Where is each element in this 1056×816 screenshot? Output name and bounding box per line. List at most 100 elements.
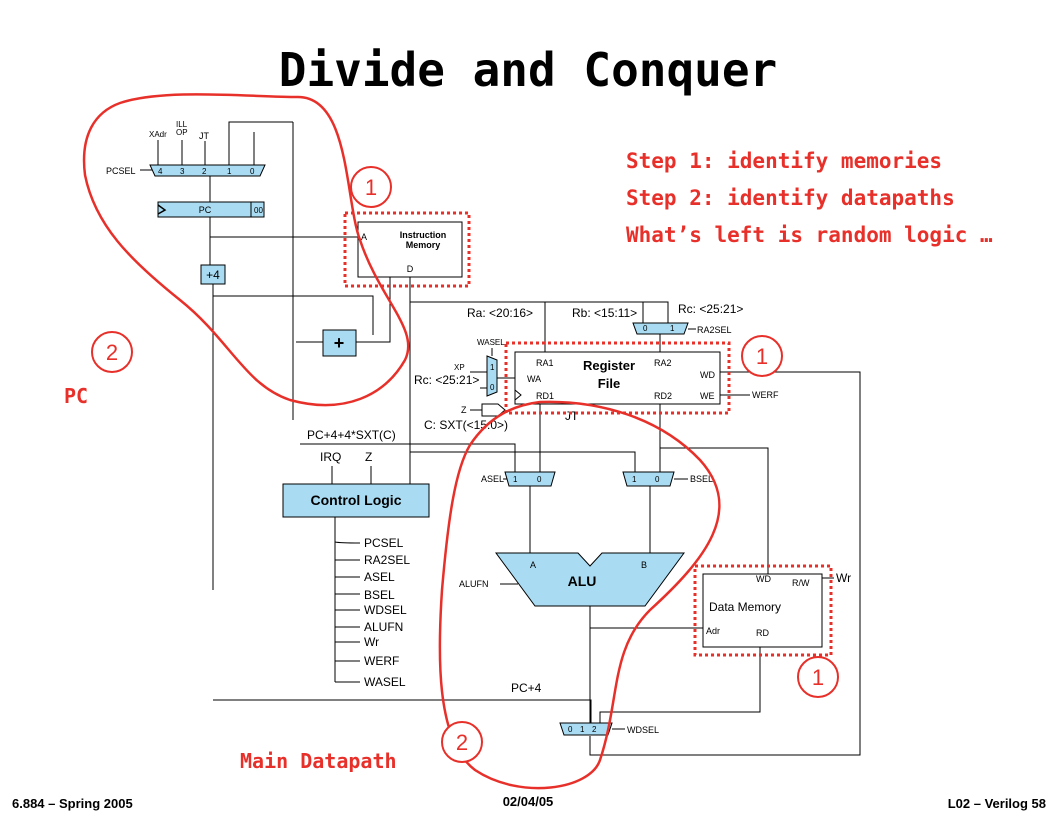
z-label: Z [461,405,467,415]
circle-pc [91,331,133,373]
ra2sel-mux [632,322,689,335]
wdsel-mux-in2: 2 [592,725,597,734]
wr-label: Wr [836,571,851,585]
imem-title-2: Memory [406,240,441,250]
pc-mux [149,164,266,177]
plus4-label: +4 [206,268,220,282]
pcsel-label: PCSEL [106,166,136,176]
imem-title-1: Instruction [400,230,447,240]
rf-rd2: RD2 [654,391,672,401]
z2-label: Z [365,450,372,464]
ra2sel-label: RA2SEL [697,325,732,335]
pc-register-low-bits: 00 [254,206,263,215]
pc-mux-in-1: 1 [227,167,232,176]
wire-pc-loop-top [228,121,293,165]
data-memory [702,573,823,648]
rf-we: WE [700,391,715,401]
pc-mux-in-2: 2 [202,167,207,176]
circle-num-datapath: 2 [456,730,468,755]
xadr-label: XAdr [149,130,167,139]
wire-adder-out [356,268,391,343]
bsel-label: BSEL [690,474,713,484]
rf-clock-icon [514,389,522,401]
bsel-mux [622,471,675,487]
bsel-mux-in1: 1 [632,475,637,484]
rf-title-1: Register [583,358,635,373]
circle-num-imem: 1 [365,175,377,200]
ctrl-sig-wr: Wr [364,635,379,649]
rc-field-left: Rc: <25:21> [414,373,479,387]
rc-field-top: Rc: <25:21> [678,302,743,316]
circle-num-pc: 2 [106,340,118,365]
rb-field: Rb: <15:11> [572,306,637,320]
jt-label: JT [565,409,579,423]
instruction-memory [357,221,463,278]
jt-label-top: JT [199,131,210,141]
werf-label: WERF [752,390,779,400]
bsel-mux-in0: 0 [655,475,660,484]
ctrl-sig-wdsel: WDSEL [364,603,407,617]
xp-label: XP [454,363,465,372]
imem-a-port: A [361,232,367,242]
wire-pc4-to-wdsel [213,699,592,723]
dmem-wd-port: WD [756,574,771,584]
wire-branch-target [300,443,516,472]
register-file [514,351,721,405]
datapath-region-outline [438,400,721,790]
pc-register [157,201,265,218]
pc-mux-in-0: 0 [250,167,255,176]
z-gate [481,403,506,417]
rf-wa: WA [527,374,541,384]
alu [495,552,685,607]
dmem-adr-port: Adr [706,626,720,636]
footer-course: 6.884 – Spring 2005 [12,796,133,811]
branch-adder-label: + [334,333,345,353]
ill-label: ILL [176,120,188,129]
pc4-label: PC+4 [511,681,542,695]
ctrl-sig-pcsel: PCSEL [364,536,404,550]
dmem-rw-port: R/W [792,578,810,588]
wire-rd2-to-wd [660,447,769,578]
irq-label: IRQ [320,450,341,464]
ctrl-sig-ra2sel: RA2SEL [364,553,410,567]
ctrl-sig-alufn: ALUFN [364,620,403,634]
rf-rd1: RD1 [536,391,554,401]
ra2sel-mux-in0: 0 [643,324,648,333]
control-signal-list: PCSEL RA2SEL ASEL BSEL WDSEL ALUFN Wr WE… [334,536,410,689]
footer-slide: L02 – Verilog 58 [948,796,1046,811]
page-title: Divide and Conquer [279,43,778,97]
pc-mux-in-3: 3 [180,167,185,176]
wire-wd-feedback [589,371,861,756]
circle-num-regfile: 1 [756,344,768,369]
imem-highlight [343,211,471,288]
wdsel-mux-in0: 0 [568,725,573,734]
pc-region-outline [82,93,410,407]
wire-sxt [410,451,636,472]
ctrl-sig-bsel: BSEL [364,588,395,602]
rf-ra1: RA1 [536,358,554,368]
wasel-mux-in1: 1 [490,363,495,372]
step-1-text: Step 1: identify memories [626,149,942,173]
circle-datapath [441,721,483,763]
dmem-title: Data Memory [709,600,781,614]
imem-d-port: D [407,264,414,274]
ra-field: Ra: <20:16> [467,306,533,320]
wasel-label: WASEL [477,338,505,347]
branch-target-label: PC+4+4*SXT(C) [307,428,396,442]
asel-mux-in0: 0 [537,475,542,484]
regfile-highlight [504,341,731,415]
wire-pc4-to-adder [213,295,374,335]
pc-register-label: PC [199,205,212,215]
pc-region-label: PC [64,384,88,408]
step-rest-text: What’s left is random logic … [626,223,993,247]
ra2sel-mux-in1: 1 [670,324,675,333]
wasel-mux [486,355,498,397]
main-datapath-label: Main Datapath [240,749,397,773]
alu-b-port: B [641,560,647,570]
alu-a-port: A [530,560,536,570]
ctrl-sig-werf: WERF [364,654,399,668]
wdsel-label: WDSEL [627,725,659,735]
wdsel-mux-in1: 1 [580,725,585,734]
control-logic [282,483,430,518]
